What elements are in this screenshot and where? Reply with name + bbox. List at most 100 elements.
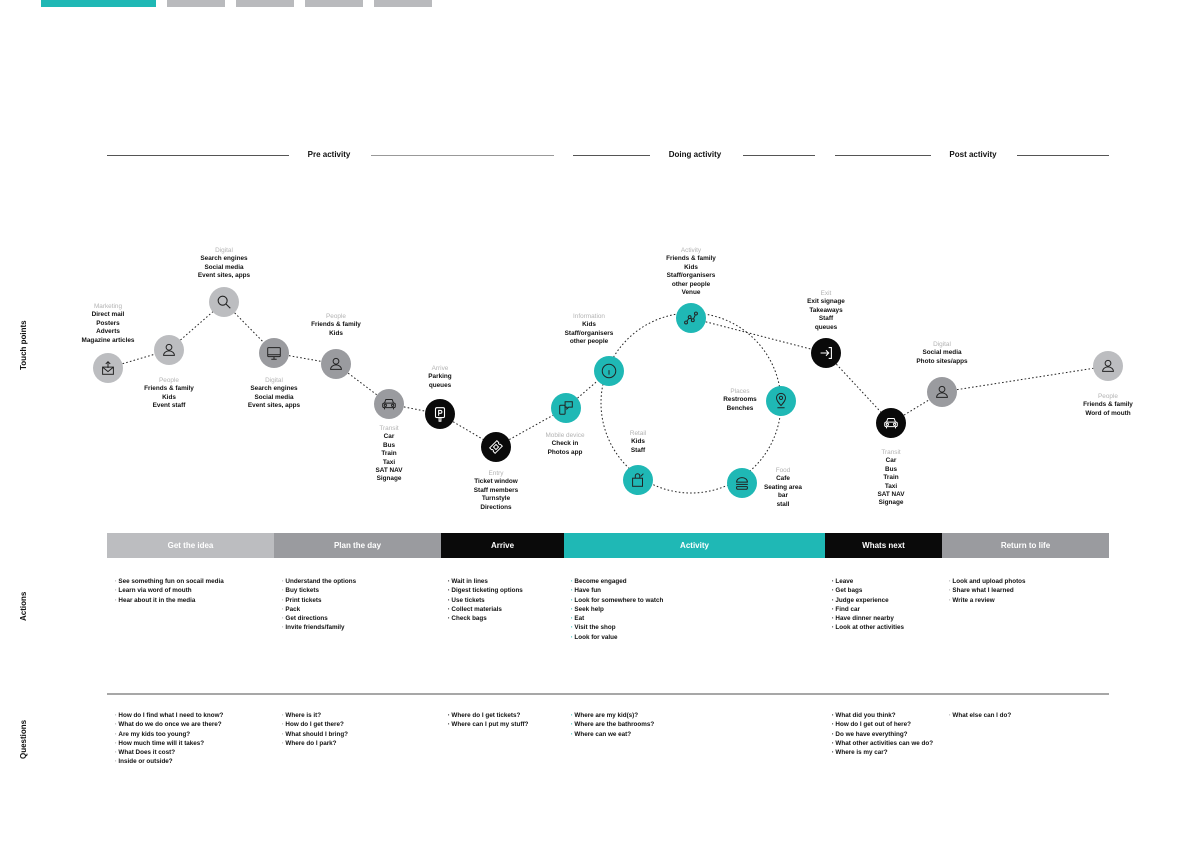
touchpoint-arrive-parking[interactable]: [425, 399, 455, 429]
row-label-questions: Questions: [19, 719, 28, 759]
tp-label-transit-1: Transit Car Bus Train Taxi SAT NAV Signa…: [375, 425, 403, 483]
action-item: Use tickets: [448, 596, 523, 605]
question-item: Where can we eat?: [571, 730, 654, 739]
action-item: Get directions: [282, 614, 356, 623]
question-item: Inside or outside?: [115, 757, 223, 766]
tp-label-people-2: People Friends & family Kids: [311, 313, 361, 337]
action-item: Write a review: [949, 596, 1026, 605]
tp-label-entry: Entry Ticket window Staff members Turnst…: [473, 470, 519, 511]
action-item: Print tickets: [282, 596, 356, 605]
action-item: Look for value: [571, 633, 663, 642]
action-item: Look at other activities: [832, 623, 904, 632]
action-item: Understand the options: [282, 577, 356, 586]
tp-label-digital-3: Digital Social media Photo sites/apps: [916, 341, 968, 365]
tp-label-places: Places Restrooms Benches: [723, 388, 757, 412]
question-item: What do we do once we are there?: [115, 720, 223, 729]
tab-3[interactable]: [236, 0, 294, 7]
question-item: How do I find what I need to know?: [115, 711, 223, 720]
tp-label-marketing: Marketing Direct mail Posters Adverts Ma…: [81, 303, 135, 344]
search-icon: [217, 295, 231, 309]
person-icon: [1102, 359, 1114, 372]
phase-divider: [835, 155, 931, 156]
action-item: Have dinner nearby: [832, 614, 904, 623]
phase-divider: [371, 155, 554, 156]
person-icon: [936, 385, 948, 398]
touchpoint-transit-2[interactable]: [876, 408, 906, 438]
actions-whats-next: Leave Get bags Judge experience Find car…: [832, 577, 904, 633]
action-item: Pack: [282, 605, 356, 614]
stage-arrive[interactable]: Arrive: [441, 533, 564, 558]
tab-2[interactable]: [167, 0, 225, 7]
questions-activity: Where are my kid(s)? Where are the bathr…: [571, 711, 654, 739]
touchpoint-digital-search[interactable]: [209, 287, 239, 317]
question-item: Where are my kid(s)?: [571, 711, 654, 720]
touchpoint-people-2[interactable]: [321, 349, 351, 379]
questions-return-to-life: What else can I do?: [949, 711, 1011, 720]
tp-label-transit-2: Transit Car Bus Train Taxi SAT NAV Signa…: [877, 449, 905, 507]
row-label-touch-points: Touch points: [19, 320, 28, 370]
tp-label-people-3: People Friends & family Word of mouth: [1083, 393, 1133, 417]
action-item: Eat: [571, 614, 663, 623]
actions-arrive: Wait in lines Digest ticketing options U…: [448, 577, 523, 623]
touchpoint-information[interactable]: [594, 356, 624, 386]
tp-label-people-1: People Friends & family Kids Event staff: [144, 377, 194, 410]
phase-divider: [1017, 155, 1109, 156]
mail-upload-icon: [102, 360, 114, 375]
touchpoint-places[interactable]: [766, 386, 796, 416]
touchpoint-exit[interactable]: [811, 338, 841, 368]
phase-doing-activity: Doing activity: [668, 150, 722, 159]
touchpoint-marketing[interactable]: [93, 353, 123, 383]
actions-return-to-life: Look and upload photos Share what I lear…: [949, 577, 1026, 605]
stage-get-the-idea[interactable]: Get the idea: [107, 533, 274, 558]
phase-divider: [743, 155, 815, 156]
touchpoint-people-3[interactable]: [1093, 351, 1123, 381]
tab-1[interactable]: [41, 0, 156, 7]
action-item: Find car: [832, 605, 904, 614]
tp-label-information: Information Kids Staff/organisers other …: [564, 313, 614, 346]
info-icon: [601, 363, 617, 379]
question-item: Do we have everything?: [832, 730, 933, 739]
touchpoint-people-1[interactable]: [154, 335, 184, 365]
touchpoint-activity[interactable]: [676, 303, 706, 333]
exit-icon: [820, 347, 832, 359]
questions-whats-next: What did you think? How do I get out of …: [832, 711, 933, 757]
action-item: Digest ticketing options: [448, 586, 522, 595]
touchpoint-entry[interactable]: [481, 432, 511, 462]
section-divider: [107, 693, 1109, 695]
question-item: Where do I get tickets?: [448, 711, 528, 720]
touchpoint-mobile-device[interactable]: [551, 393, 581, 423]
tp-label-mobile: Mobile device Check in Photos app: [545, 432, 585, 456]
location-pin-icon: [776, 392, 786, 409]
stage-activity[interactable]: Activity: [564, 533, 825, 558]
touchpoint-digital-monitor[interactable]: [259, 338, 289, 368]
monitor-icon: [267, 347, 281, 360]
actions-activity: Become engaged Have fun Look for somewhe…: [571, 577, 663, 642]
touchpoint-transit-1[interactable]: [374, 389, 404, 419]
touchpoint-digital-social[interactable]: [927, 377, 957, 407]
graph-icon: [684, 311, 698, 325]
touchpoint-retail[interactable]: [623, 465, 653, 495]
tab-4[interactable]: [305, 0, 363, 7]
action-item: Visit the shop: [571, 623, 663, 632]
question-item: Where can I put my stuff?: [448, 720, 528, 729]
stage-plan-the-day[interactable]: Plan the day: [274, 533, 441, 558]
phase-pre-activity: Pre activity: [307, 150, 351, 159]
car-icon: [382, 399, 396, 410]
question-item: Where do I park?: [282, 739, 348, 748]
touchpoint-food[interactable]: [727, 468, 757, 498]
action-item: Become engaged: [571, 577, 663, 586]
questions-plan-the-day: Where is it? How do I get there? What sh…: [282, 711, 348, 748]
stage-return-to-life[interactable]: Return to life: [942, 533, 1109, 558]
question-item: What other activities can we do?: [832, 739, 933, 748]
phase-divider: [107, 155, 289, 156]
question-item: What Does it cost?: [115, 748, 223, 757]
row-label-actions: Actions: [19, 591, 28, 621]
action-item: See something fun on socail media: [115, 577, 223, 586]
action-item: Invite friends/family: [282, 623, 356, 632]
question-item: How do I get out of here?: [832, 720, 933, 729]
action-item: Look for somewhere to watch: [571, 596, 663, 605]
tab-5[interactable]: [374, 0, 432, 7]
tp-label-exit: Exit Exit signage Takeaways Staff queues: [807, 290, 845, 331]
ticket-icon: [488, 439, 504, 455]
stage-whats-next[interactable]: Whats next: [825, 533, 942, 558]
